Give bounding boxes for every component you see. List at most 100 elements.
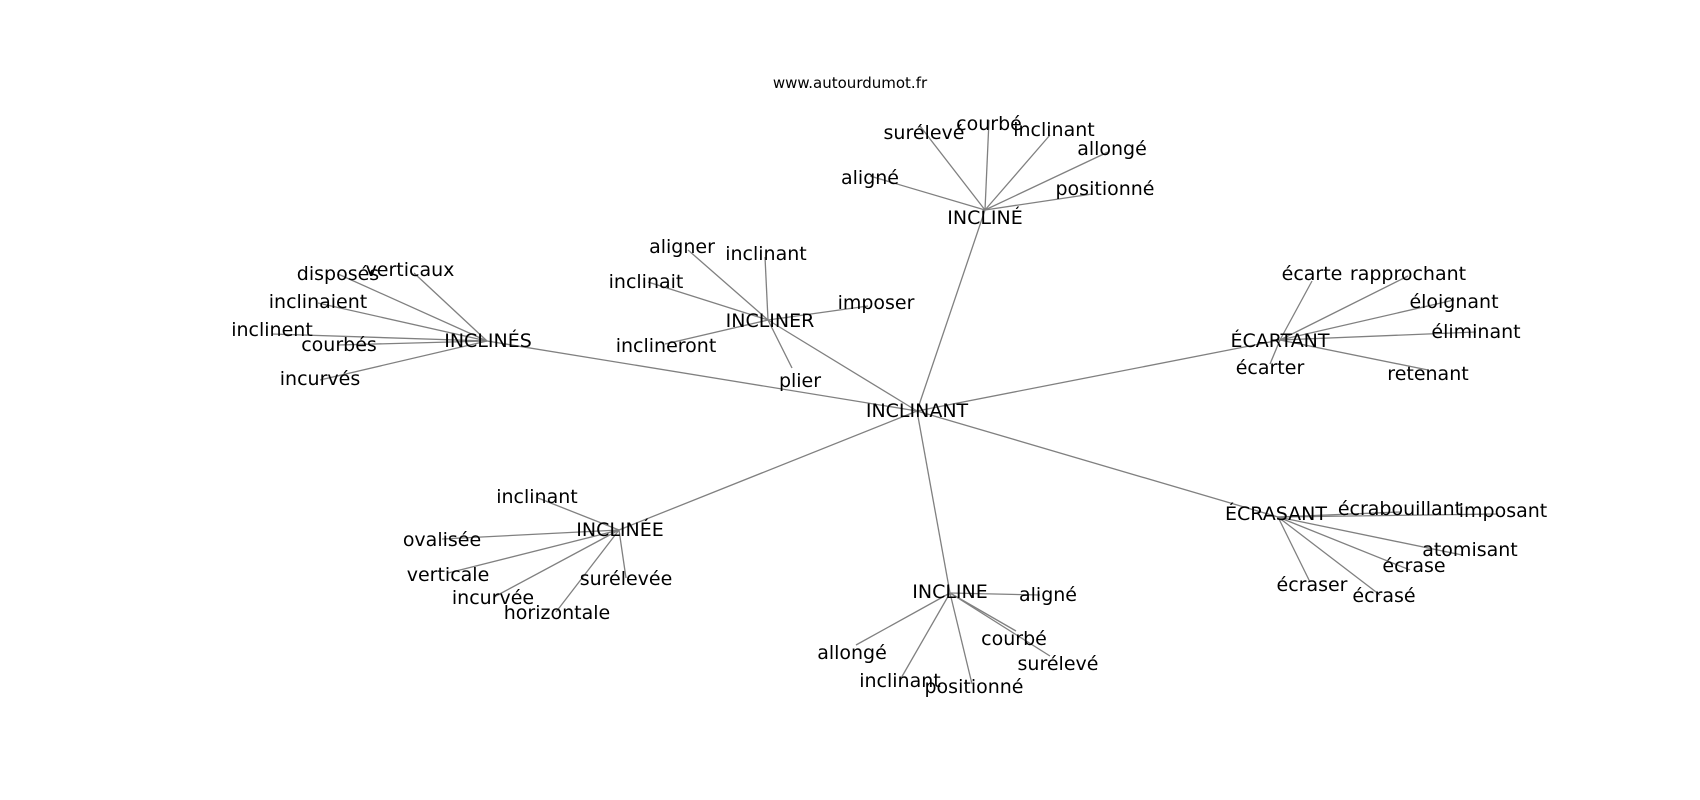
leaf-edge xyxy=(984,119,990,211)
leaf-word-node: écrabouillant xyxy=(1338,498,1462,520)
leaf-edge xyxy=(899,592,951,681)
leaf-edge xyxy=(1279,339,1429,371)
leaf-word-node: courbé xyxy=(981,628,1047,650)
hub-word-node: INCLINÉ xyxy=(947,206,1023,229)
leaf-edge xyxy=(984,193,1093,211)
leaf-word-node: inclinent xyxy=(231,319,313,341)
leaf-word-node: inclinant xyxy=(1013,119,1095,141)
leaf-edge xyxy=(869,175,986,211)
hub-word-node: INCLINÉE xyxy=(576,518,664,541)
leaf-word-node: surélevé xyxy=(884,122,965,144)
leaf-edge xyxy=(441,529,620,540)
leaf-edge xyxy=(319,340,488,381)
leaf-word-node: disposés xyxy=(297,263,379,285)
leaf-edge xyxy=(1279,280,1313,341)
leaf-edge xyxy=(1277,516,1381,596)
leaf-edge xyxy=(647,281,769,321)
center-edge xyxy=(767,319,918,412)
edge-layer xyxy=(271,119,1499,685)
leaf-edge xyxy=(664,319,769,345)
leaf-word-node: aligné xyxy=(841,167,899,189)
center-edge xyxy=(618,410,918,531)
hub-word-node: ÉCARTANT xyxy=(1230,329,1329,352)
leaf-word-node: atomisant xyxy=(1422,539,1518,561)
leaf-edge xyxy=(855,592,951,646)
leaf-edge xyxy=(317,302,488,342)
leaf-edge xyxy=(1277,516,1411,571)
leaf-edge xyxy=(413,272,488,342)
leaf-edge xyxy=(949,592,1041,596)
leaf-edge xyxy=(271,333,488,342)
leaf-edge xyxy=(1269,339,1281,365)
leaf-edge xyxy=(764,256,769,321)
leaf-edge xyxy=(919,125,986,211)
leaf-edge xyxy=(337,273,488,342)
leaf-word-node: courbé xyxy=(956,113,1022,135)
leaf-word-node: plier xyxy=(779,370,821,392)
hub-word-node: INCLINER xyxy=(726,310,815,332)
leaf-word-node: incurvés xyxy=(280,368,360,390)
hub-word-node: ÉCRASANT xyxy=(1225,502,1327,525)
center-edge xyxy=(916,410,1279,518)
hub-word-node: INCLINE xyxy=(912,581,988,603)
leaf-word-node: courbés xyxy=(301,334,377,356)
leaf-word-node: inclinant xyxy=(725,243,807,265)
leaf-word-node: écrase xyxy=(1382,555,1445,577)
leaf-word-node: écarter xyxy=(1236,357,1305,379)
leaf-word-node: verticaux xyxy=(366,259,455,281)
leaf-edge xyxy=(1279,275,1409,341)
leaf-word-node: allongé xyxy=(817,642,887,664)
leaf-word-node: aligner xyxy=(649,236,715,258)
leaf-word-node: surélevée xyxy=(580,568,673,590)
leaf-word-node: rapprochant xyxy=(1350,263,1466,285)
leaf-word-node: imposer xyxy=(838,292,915,314)
center-edge xyxy=(916,339,1281,412)
center-edge xyxy=(916,209,986,412)
leaf-word-node: inclinant xyxy=(859,670,941,692)
leaf-word-node: incurvée xyxy=(452,587,534,609)
leaf-word-node: écraser xyxy=(1277,574,1348,596)
leaf-word-node: inclinait xyxy=(609,271,684,293)
leaf-word-node: éloignant xyxy=(1409,291,1498,313)
leaf-word-node: retenant xyxy=(1387,363,1468,385)
leaf-word-node: écrasé xyxy=(1352,585,1415,607)
leaf-edge xyxy=(984,134,1051,211)
site-watermark: www.autourdumot.fr xyxy=(773,74,928,92)
center-edge xyxy=(486,340,918,412)
leaf-word-node: surélevé xyxy=(1018,653,1099,675)
leaf-edge xyxy=(1279,331,1477,341)
leaf-edge xyxy=(767,319,793,369)
leaf-edge xyxy=(447,529,620,574)
leaf-edge xyxy=(555,529,620,613)
leaf-edge xyxy=(949,592,973,685)
center-edge xyxy=(916,410,951,594)
leaf-edge xyxy=(1279,299,1455,341)
leaf-word-node: inclinant xyxy=(496,486,578,508)
leaf-word-node: positionné xyxy=(925,676,1024,698)
leaf-edge xyxy=(984,151,1109,211)
leaf-edge xyxy=(767,305,869,321)
leaf-edge xyxy=(949,592,1051,657)
hub-word-node: INCLINÉS xyxy=(444,329,532,352)
leaf-word-node: imposant xyxy=(1459,500,1548,522)
leaf-edge xyxy=(687,249,769,321)
leaf-word-node: éliminant xyxy=(1431,321,1520,343)
leaf-edge xyxy=(493,529,620,598)
leaf-edge xyxy=(1277,516,1463,556)
leaf-edge xyxy=(1277,513,1499,518)
leaf-edge xyxy=(337,340,488,346)
leaf-word-node: inclinaient xyxy=(269,291,367,313)
leaf-word-node: positionné xyxy=(1056,178,1155,200)
leaf-word-node: allongé xyxy=(1077,138,1147,160)
leaf-word-node: horizontale xyxy=(504,602,610,624)
leaf-edge xyxy=(618,529,627,579)
leaf-edge xyxy=(1277,516,1311,583)
leaf-edge xyxy=(537,497,620,531)
center-word-node: INCLINANT xyxy=(866,400,969,422)
label-layer: INCLINÉsurélevécourbéinclinantallongéali… xyxy=(231,113,1547,698)
leaf-word-node: aligné xyxy=(1019,584,1077,606)
leaf-word-node: écarte xyxy=(1282,263,1343,285)
leaf-word-node: inclineront xyxy=(616,335,717,357)
